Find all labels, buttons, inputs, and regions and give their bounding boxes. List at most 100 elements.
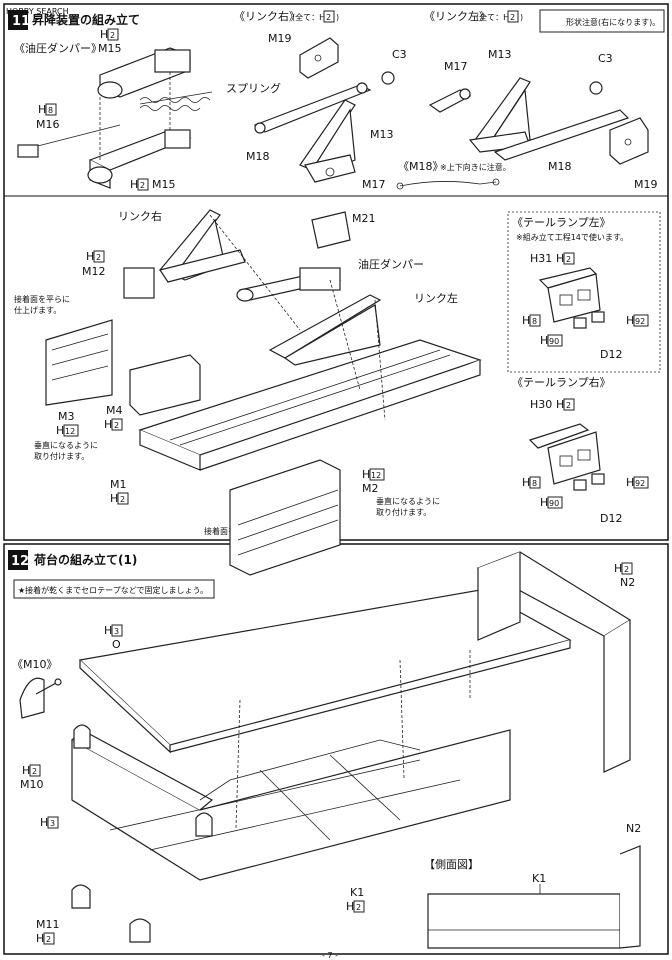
tail-right-h90-label: H xyxy=(540,496,548,509)
step12-k1-label: K1 xyxy=(350,886,364,899)
damper-m15-top-label: M15 xyxy=(98,42,122,55)
side-view-drawing xyxy=(427,845,641,949)
m10-detail-drawing xyxy=(19,677,62,719)
tail-right-h92-label: H xyxy=(626,476,634,489)
tail-left-note: ※組み立て工程14で使います。 xyxy=(516,232,628,242)
m18-note-drawing xyxy=(399,181,497,187)
link-right-m13-label: M13 xyxy=(370,128,394,141)
damper-h8-num: 8 xyxy=(48,106,53,115)
link-left-m17-label: M17 xyxy=(444,60,468,73)
step11-number: 11 xyxy=(12,14,30,29)
assembly-m1-label: M1 xyxy=(110,478,127,491)
step12-m10-label: M10 xyxy=(20,778,44,791)
assembly-m2-h-num: 12 xyxy=(371,471,381,480)
damper-bottom-h-box xyxy=(137,178,149,191)
damper-m16-label: M16 xyxy=(36,118,60,131)
tail-right-d12-label: D12 xyxy=(600,512,622,525)
step12-h2-m10-num: 2 xyxy=(32,767,37,776)
tail-right-h8-box xyxy=(529,476,541,489)
assembly-link-right-label: リンク右 xyxy=(118,209,162,223)
link-left-note: (全て：H xyxy=(476,12,509,22)
vertical-note-2: 取り付けます。 xyxy=(34,451,89,461)
tail-right-h92-num: 92 xyxy=(635,479,645,488)
caution-box xyxy=(539,9,665,33)
tail-left-h90-label: H xyxy=(540,334,548,347)
tail-right-h2-num: 2 xyxy=(566,401,571,410)
tail-right-h8-num: 8 xyxy=(532,479,537,488)
step12-h2-m10-box xyxy=(29,764,41,777)
tail-left-frame xyxy=(507,211,661,373)
m10-heading: 《M10》 xyxy=(12,658,58,671)
assembly-m2-label: M2 xyxy=(362,482,379,495)
assembly-link-left-label: リンク左 xyxy=(414,292,458,305)
tail-right-h92-box xyxy=(633,476,649,489)
assembly-m4-h-num: 2 xyxy=(114,421,119,430)
damper-top-h-num: 2 xyxy=(110,31,115,40)
link-right-note-end: ) xyxy=(336,13,339,22)
step11-number-badge xyxy=(8,10,28,30)
step12-h3-side-label: H xyxy=(40,816,48,829)
watermark: HOBBY SEARCH xyxy=(6,7,69,16)
step12-k1-h-box xyxy=(353,900,365,913)
step12-m11-h-box xyxy=(43,932,55,945)
step12-h3-top-box xyxy=(111,624,123,637)
tail-right-h90-box xyxy=(547,496,563,509)
link-right-c3-label: C3 xyxy=(392,48,407,61)
link-right-note: (全て：H xyxy=(292,12,325,22)
tail-left-h8-label: H xyxy=(522,314,530,327)
link-right-m17-label: M17 xyxy=(362,178,386,191)
assembly-drawing xyxy=(45,209,482,576)
step12-note: ★接着が乾くまでセロテープなどで固定しましょう。 xyxy=(18,585,208,595)
m18-note-end-left xyxy=(396,182,404,190)
assembly-m4-label: M4 xyxy=(106,404,123,417)
side-view-heading: 【側面図】 xyxy=(424,858,479,871)
step12-h3-top-num: 3 xyxy=(114,627,119,636)
flat-note-2: 仕上げます。 xyxy=(14,305,61,315)
link-right-drawing xyxy=(253,37,395,183)
tail-left-drawing xyxy=(538,267,605,329)
tail-left-d12-label: D12 xyxy=(600,348,622,361)
assembly-h12-label: H xyxy=(56,424,64,437)
link-right-m19-label: M19 xyxy=(268,32,292,45)
assembly-m2-h-label: H xyxy=(362,468,370,481)
assembly-m1-h-num: 2 xyxy=(120,495,125,504)
step12-m11-h-label: H xyxy=(36,932,44,945)
assembly-h2-box xyxy=(93,250,105,263)
tail-left-h31-label: H31 xyxy=(530,252,552,265)
tail-left-h8-num: 8 xyxy=(532,317,537,326)
step12-n2-label: N2 xyxy=(620,576,635,589)
link-left-note-num: 2 xyxy=(510,13,515,22)
vertical-note-1: 垂直になるように xyxy=(34,440,98,450)
link-right-note-box xyxy=(323,10,335,23)
assembly-m4-h-box xyxy=(111,418,123,431)
step12-h2-n2-label: H xyxy=(614,562,622,575)
m18-note-title: 《M18》 xyxy=(398,160,444,173)
page-number: - 7 - xyxy=(322,951,338,960)
tail-right-h8-label: H xyxy=(522,476,530,489)
step12-h2-n2-box xyxy=(621,562,633,575)
damper-top-h-label: H xyxy=(100,28,108,41)
tail-left-h2-label: H xyxy=(556,252,564,265)
tail-left-h8-box xyxy=(529,314,541,327)
assembly-h2-label: H xyxy=(86,250,94,263)
step11-title: 昇降装置の組み立て xyxy=(32,12,140,27)
assembly-m1-h-label: H xyxy=(110,492,118,505)
step12-m11-h-num: 2 xyxy=(46,935,51,944)
tail-right-heading: 《テールランプ右》 xyxy=(512,375,611,389)
damper-heading: 《油圧ダンパー》 xyxy=(14,41,102,55)
tail-right-h90-num: 90 xyxy=(549,499,559,508)
tail-left-h92-box xyxy=(633,314,649,327)
caution-text: 形状注意(右になります)。 xyxy=(566,17,660,27)
assembly-h12-num: 12 xyxy=(65,427,75,436)
tail-left-h2-box xyxy=(563,252,575,265)
tail-left-heading: 《テールランプ左》 xyxy=(512,216,611,229)
step12-k1-h-num: 2 xyxy=(356,903,361,912)
step12-number-badge xyxy=(8,550,28,570)
tail-left-h90-box xyxy=(547,334,563,347)
cargo-bed-drawing xyxy=(71,551,632,943)
assembly-m3-label: M3 xyxy=(58,410,75,423)
step12-h2-n2-num: 2 xyxy=(624,565,629,574)
damper-bottom-h-label: H xyxy=(130,178,138,191)
link-left-note-box xyxy=(507,10,519,23)
